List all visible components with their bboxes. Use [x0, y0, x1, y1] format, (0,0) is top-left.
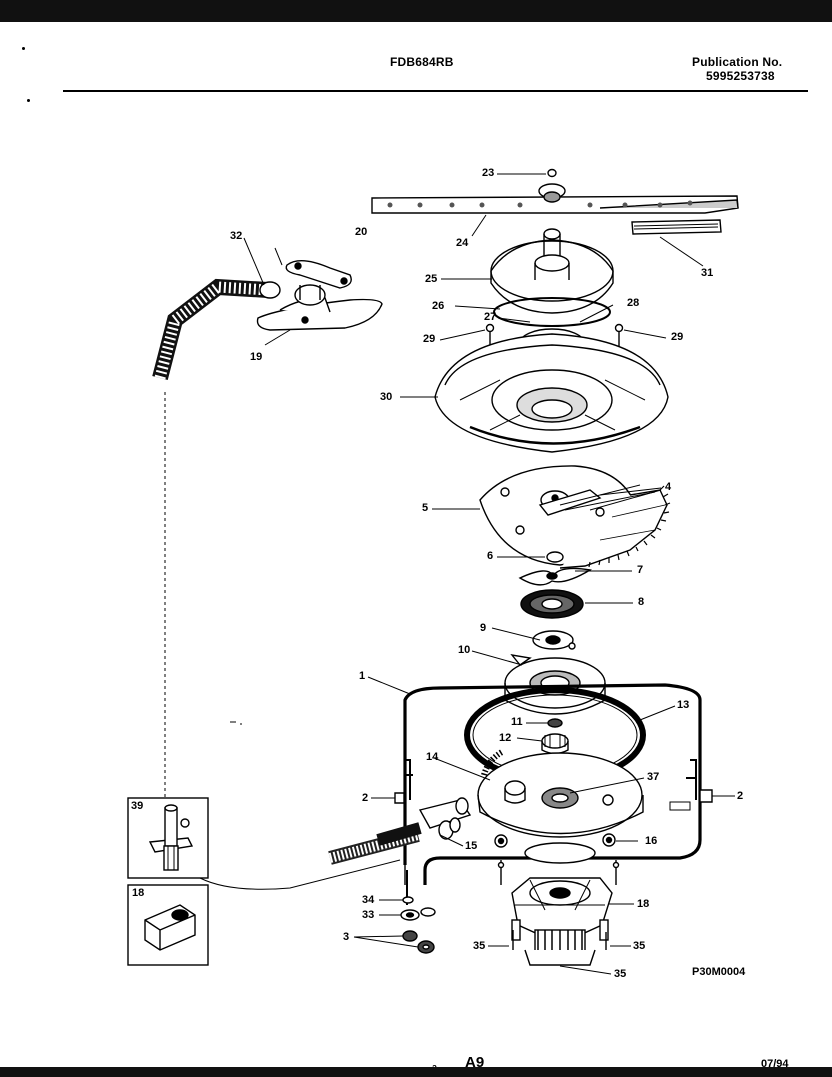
- callout-7: 7: [637, 564, 644, 576]
- callout-3: 3: [343, 931, 350, 943]
- spray-arm-nut: [547, 168, 557, 178]
- callout-24: 24: [456, 237, 469, 249]
- callout-13: 13: [677, 699, 690, 711]
- callout-18-inset: 18: [132, 887, 145, 899]
- deflector-strip: [631, 219, 722, 235]
- o-ring: [546, 551, 564, 563]
- page-number: A9: [465, 1054, 485, 1071]
- callout-19: 19: [250, 351, 263, 363]
- callout-35-left: 35: [473, 940, 486, 952]
- filter-screen: [520, 589, 584, 619]
- publication-number: 5995253738: [706, 69, 775, 83]
- heater-element: [403, 683, 702, 885]
- callout-20: 20: [355, 226, 368, 238]
- callout-29-right: 29: [671, 331, 684, 343]
- callout-11: 11: [511, 716, 523, 728]
- bottom-scan-bar: [0, 1067, 832, 1077]
- fill-tube: [152, 278, 281, 381]
- top-scan-bar: [0, 0, 832, 22]
- callout-29-left: 29: [423, 333, 436, 345]
- model-number: FDB684RB: [390, 55, 454, 69]
- callout-31: 31: [701, 267, 714, 279]
- callout-6: 6: [487, 550, 494, 562]
- callout-35-right: 35: [633, 940, 646, 952]
- scan-speck: [22, 47, 25, 50]
- callout-14: 14: [426, 751, 439, 763]
- callout-15: 15: [465, 840, 478, 852]
- sump-base: [477, 749, 644, 838]
- spray-arm-upper: [371, 183, 739, 214]
- figure-reference: P30M0004: [692, 966, 746, 978]
- heater-bracket-right: [669, 759, 713, 811]
- pump-housing: [434, 333, 669, 453]
- scan-speck: [27, 99, 30, 102]
- callout-5: 5: [422, 502, 429, 514]
- callout-12: 12: [499, 732, 512, 744]
- diverter-link: [285, 260, 352, 306]
- terminal-hardware: [400, 870, 436, 954]
- callout-33: 33: [362, 909, 375, 921]
- leader-lines: [243, 173, 735, 975]
- callout-39: 39: [131, 800, 144, 812]
- callout-28: 28: [627, 297, 640, 309]
- shaft-seal: [547, 718, 563, 728]
- callout-26: 26: [432, 300, 445, 312]
- publication-label: Publication No.: [692, 55, 783, 69]
- callout-2-left: 2: [362, 792, 369, 804]
- motor-mount-screws: [512, 930, 607, 950]
- motor-coupling: [541, 733, 569, 755]
- drain-hose-connector: [418, 797, 472, 840]
- chopper-plate: [479, 465, 671, 569]
- callout-23: 23: [482, 167, 495, 179]
- scan-marks: [230, 721, 242, 725]
- inset-connector: [199, 859, 401, 890]
- gasket-ring: [493, 297, 611, 327]
- spray-arm-support: [490, 228, 614, 314]
- callout-8: 8: [638, 596, 645, 608]
- motor-gasket: [524, 842, 596, 864]
- callout-10: 10: [458, 644, 471, 656]
- callout-37: 37: [647, 771, 660, 783]
- callout-18-motor: 18: [637, 898, 650, 910]
- callout-30: 30: [380, 391, 393, 403]
- header-rule: [63, 90, 808, 92]
- pump-motor: [511, 877, 613, 966]
- heater-nuts: [494, 833, 620, 885]
- inset-39: [127, 797, 209, 879]
- callout-9: 9: [480, 622, 487, 634]
- callout-16: 16: [645, 835, 658, 847]
- callout-32: 32: [230, 230, 243, 242]
- callout-27: 27: [484, 311, 497, 323]
- callout-4: 4: [665, 481, 672, 493]
- retainer-washer: [532, 630, 576, 650]
- heater-bracket-left: [394, 759, 413, 804]
- callout-34: 34: [362, 894, 375, 906]
- impeller-blade: [518, 567, 592, 586]
- callout-35-bottom: 35: [614, 968, 627, 980]
- callout-2-right: 2: [737, 790, 744, 802]
- callout-25: 25: [425, 273, 438, 285]
- callout-1: 1: [359, 670, 366, 682]
- drain-hose: [328, 822, 422, 865]
- inset-18: [127, 884, 209, 966]
